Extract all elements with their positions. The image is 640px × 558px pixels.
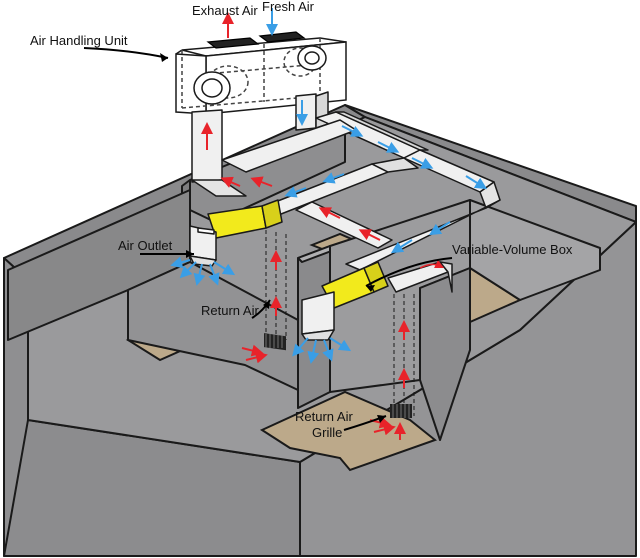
label-fresh-air: Fresh Air [262, 0, 315, 14]
labels: Exhaust Air Fresh Air Air Handling Unit … [30, 0, 573, 440]
label-return-air-grille-line1: Return Air [295, 409, 353, 424]
return-grille-left [264, 333, 286, 351]
leader-air-handling-unit [83, 47, 169, 59]
label-exhaust-air: Exhaust Air [192, 3, 258, 18]
exhaust-grille [206, 37, 260, 49]
label-air-outlet: Air Outlet [118, 238, 173, 253]
label-return-air: Return Air [201, 303, 259, 318]
supply-arrows [170, 8, 488, 364]
supply-riser [295, 93, 317, 131]
label-air-handling-unit: Air Handling Unit [30, 33, 128, 48]
return-grille-right [390, 404, 412, 418]
label-variable-volume-box: Variable-Volume Box [452, 242, 573, 257]
air-outlet-right [301, 291, 335, 335]
wall-right-partition [419, 267, 471, 441]
leader-variable-volume-box [365, 257, 453, 287]
return-arrows [201, 12, 410, 440]
return-grilles [264, 333, 412, 418]
label-return-air-grille-line2: Grille [312, 425, 342, 440]
floor-front-room [259, 390, 438, 472]
fresh-air-grille [258, 31, 306, 43]
